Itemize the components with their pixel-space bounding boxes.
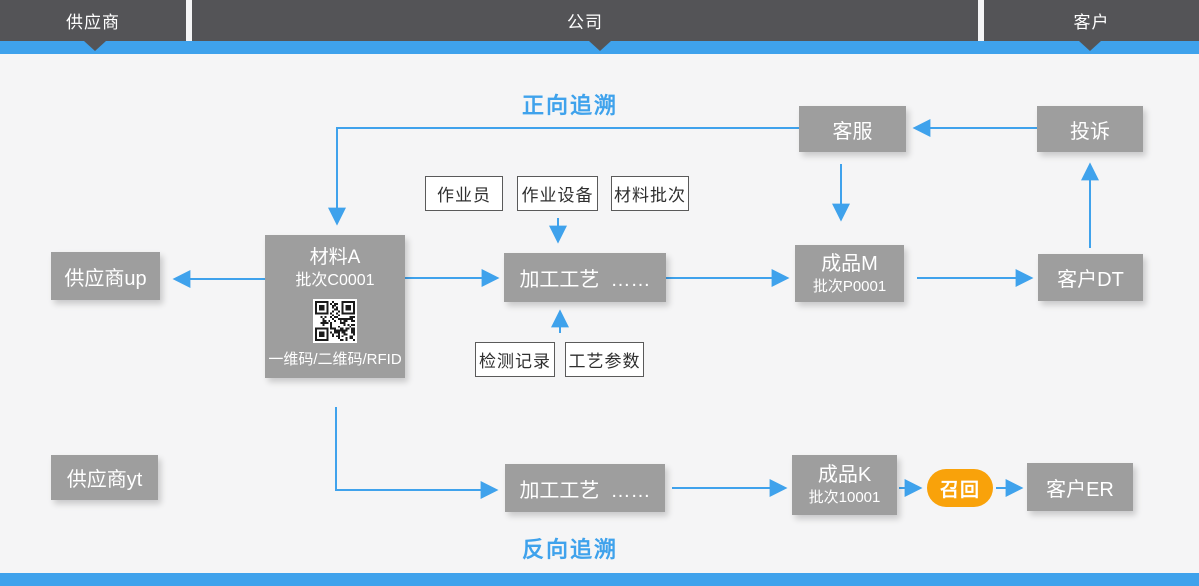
node-material-a: 材料A 批次C0001 一维码/二维码/RFID [265, 235, 405, 378]
customer-er-label: 客户ER [1046, 478, 1114, 501]
header-company-label: 公司 [567, 13, 603, 32]
triangle-down-icon [84, 41, 106, 51]
supplier-yt-label: 供应商yt [66, 469, 143, 491]
customer-service-label: 客服 [832, 120, 873, 143]
recall-badge: 召回 [927, 469, 993, 507]
node-product-m: 成品M 批次P0001 [795, 245, 904, 302]
tag-material-batch: 材料批次 [611, 176, 689, 211]
recall-label: 召回 [939, 479, 980, 501]
node-customer-dt: 客户DT [1038, 254, 1143, 301]
tag-equipment: 作业设备 [517, 176, 598, 211]
header-supplier-label: 供应商 [66, 13, 120, 32]
node-customer-er: 客户ER [1027, 463, 1133, 511]
supplier-up-label: 供应商up [64, 267, 147, 290]
backward-trace-title: 反向追溯 [521, 537, 618, 562]
material-a-batch: 批次C0001 [295, 272, 375, 289]
header-segment-company: 公司 [192, 0, 978, 41]
product-k-batch: 批次10001 [808, 489, 881, 506]
header-customer-label: 客户 [1073, 13, 1110, 32]
customer-dt-label: 客户DT [1057, 269, 1124, 291]
product-k-title: 成品K [817, 464, 872, 486]
triangle-down-icon [589, 41, 611, 51]
material-a-title: 材料A [309, 247, 361, 268]
forward-trace-title: 正向追溯 [521, 93, 618, 118]
footer-accent-bar [0, 573, 1199, 586]
tag-inspection-record: 检测记录 [475, 342, 555, 377]
tag-operator: 作业员 [425, 176, 503, 211]
triangle-down-icon [1079, 41, 1101, 51]
header-segment-customer: 客户 [984, 0, 1199, 41]
tag-process-params: 工艺参数 [565, 342, 644, 377]
material-a-code-caption: 一维码/二维码/RFID [268, 351, 402, 368]
node-supplier-up: 供应商up [51, 252, 160, 300]
complaint-label: 投诉 [1070, 120, 1110, 143]
node-process-bottom: 加工工艺 …… [505, 464, 665, 512]
node-customer-service: 客服 [799, 106, 906, 152]
node-complaint: 投诉 [1037, 106, 1143, 152]
node-product-k: 成品K 批次10001 [792, 455, 897, 515]
header-segment-supplier: 供应商 [0, 0, 186, 41]
node-process-top: 加工工艺 …… [504, 253, 666, 302]
product-m-batch: 批次P0001 [812, 277, 887, 295]
node-supplier-yt: 供应商yt [51, 455, 158, 500]
process-top-label: 加工工艺 …… [519, 269, 651, 291]
qr-code-icon [313, 299, 357, 343]
process-bottom-label: 加工工艺 …… [519, 479, 651, 502]
product-m-title: 成品M [821, 252, 878, 275]
